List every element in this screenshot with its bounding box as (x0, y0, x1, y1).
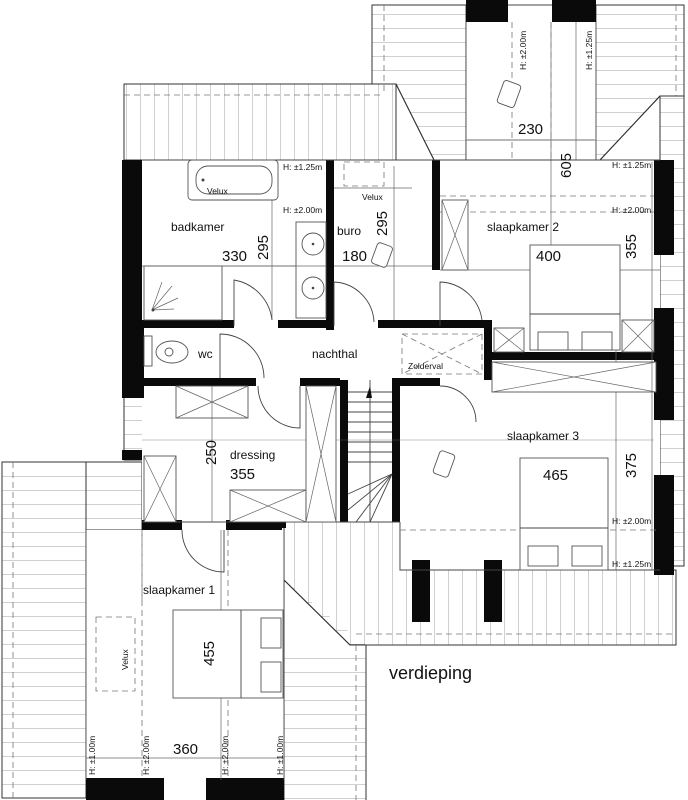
height-label-sk1-200-right: H: ±2.00m (220, 736, 230, 775)
attic-hatch (401, 333, 483, 375)
height-label-sk2-125: H: ±1.25m (612, 160, 651, 170)
staircase (347, 380, 393, 523)
room-label-slaapkamer1: slaapkamer 1 (143, 583, 215, 597)
dim-dressing-depth: 250 (203, 440, 220, 465)
height-label-sk1-200-left: H: ±2.00m (141, 736, 151, 775)
dim-slaapkamer2-total-depth: 605 (558, 153, 575, 178)
height-label-bath-125: H: ±1.25m (283, 162, 322, 172)
shower (143, 265, 223, 321)
room-label-slaapkamer2: slaapkamer 2 (487, 220, 559, 234)
height-label-sk2-200: H: ±2.00m (612, 205, 651, 215)
bed-slaapkamer3 (519, 457, 609, 571)
velux-window-buro (343, 161, 385, 187)
height-label-dormer-125: H: ±1.25m (584, 31, 594, 70)
dim-badkamer-depth: 295 (255, 235, 272, 260)
room-label-nachthal: nachthal (312, 347, 357, 361)
dim-slaapkamer2-width: 400 (536, 248, 561, 265)
height-label-bath-200: H: ±2.00m (283, 205, 322, 215)
bed-slaapkamer1 (172, 609, 284, 699)
bed-slaapkamer2 (529, 244, 621, 351)
velux-label-sk1: Velux (120, 648, 130, 670)
height-label-sk3-200: H: ±2.00m (612, 516, 651, 526)
bathtub (187, 159, 279, 201)
dim-slaapkamer2-depth: 355 (623, 234, 640, 259)
plan-title: verdieping (389, 663, 472, 683)
height-label-sk1-100-left: H: ±1.00m (87, 736, 97, 775)
dim-badkamer-width: 330 (222, 248, 247, 265)
dimension-lines (144, 139, 653, 570)
walls (86, 0, 674, 800)
height-label-sk1-100-right: H: ±1.00m (275, 736, 285, 775)
velux-window-slaapkamer1 (95, 616, 136, 692)
dim-dormer-width: 230 (518, 121, 543, 138)
dim-buro-depth: 295 (374, 211, 391, 236)
height-label-dormer-200: H: ±2.00m (518, 31, 528, 70)
room-label-buro: buro (337, 224, 361, 238)
room-label-badkamer: badkamer (171, 220, 224, 234)
dim-slaapkamer1-depth: 455 (201, 641, 218, 666)
roof-top-left (123, 83, 397, 161)
roof-bottom-center (283, 521, 677, 800)
toilet (143, 335, 189, 367)
room-label-slaapkamer3: slaapkamer 3 (507, 429, 579, 443)
room-label-wc: wc (197, 347, 213, 361)
dim-dressing-width: 355 (230, 466, 255, 483)
room-label-dressing: dressing (230, 448, 275, 462)
dim-slaapkamer3-depth: 375 (623, 453, 640, 478)
zolderval-label: Zolderval (408, 361, 443, 371)
desk-chair-slaapkamer3 (432, 450, 456, 478)
velux-label-buro: Velux (362, 192, 384, 202)
doors (181, 279, 483, 573)
height-label-sk3-125: H: ±1.25m (612, 559, 651, 569)
dim-slaapkamer3-width: 465 (543, 467, 568, 484)
desk-chair-buro (371, 242, 393, 268)
dim-buro-width: 180 (342, 248, 367, 265)
dim-slaapkamer1-width: 360 (173, 741, 198, 758)
desk-chair-dormer (496, 80, 522, 108)
double-sink (295, 221, 327, 319)
velux-label-bath: Velux (207, 186, 229, 196)
